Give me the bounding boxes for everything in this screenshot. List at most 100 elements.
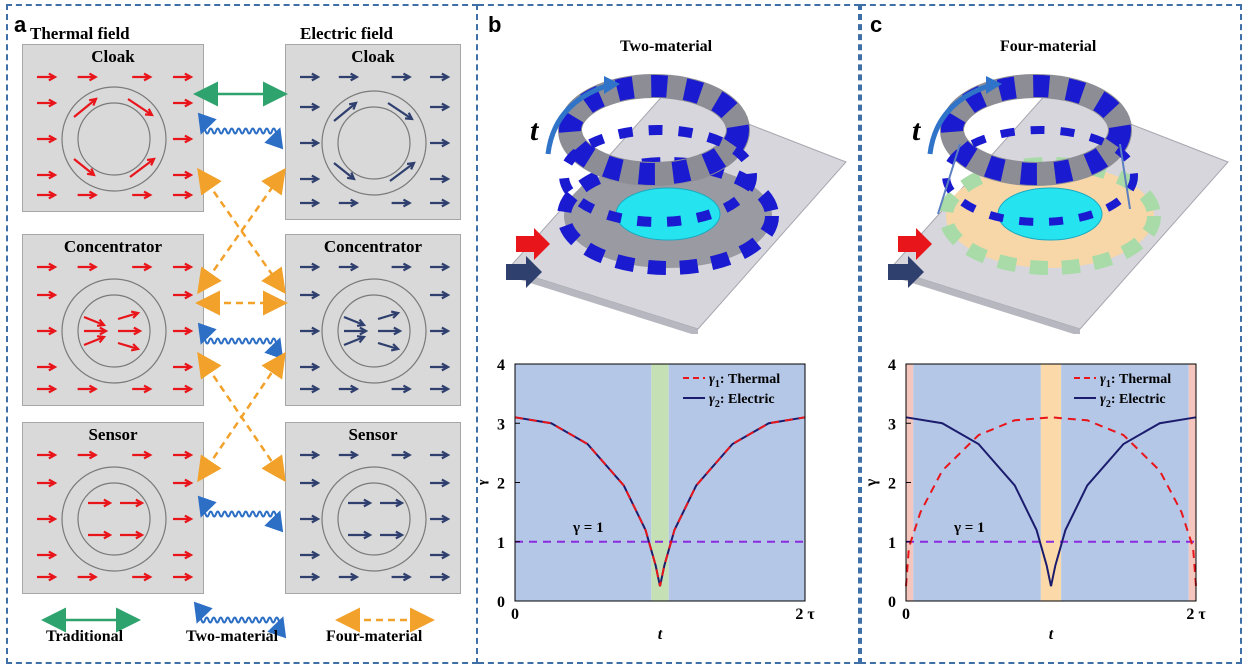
field-arrow <box>338 384 360 394</box>
inner-ring <box>77 294 151 368</box>
field-arrow <box>391 384 412 394</box>
field-arrow <box>300 198 321 208</box>
device-lower-ring-band <box>557 157 779 275</box>
field-arrow <box>173 290 194 300</box>
field-arrow <box>173 384 194 394</box>
outer-ring <box>321 90 427 196</box>
concentrated-field-arrow <box>117 310 141 321</box>
field-arrow <box>37 326 58 336</box>
field-arrow <box>37 478 58 488</box>
thermal-cloak-field <box>37 72 194 200</box>
field-arrow <box>430 550 451 560</box>
sensor-field-arrow <box>120 498 145 508</box>
legend-thermal-label: γ1: Thermal <box>1100 372 1171 390</box>
field-arrow <box>338 72 360 82</box>
field-arrow <box>37 572 58 582</box>
heat-flux-arrow <box>516 228 550 260</box>
device-upper-ring-band <box>941 75 1131 185</box>
bent-field-arrow <box>387 102 414 121</box>
rotation-label: t <box>530 114 540 147</box>
thermal-concentrator-box: Concentrator <box>22 234 204 406</box>
sensor-field-arrow <box>348 530 373 540</box>
field-arrow <box>338 572 360 582</box>
field-arrow <box>430 262 451 272</box>
gamma-one-label: γ = 1 <box>572 520 604 536</box>
shaded-band <box>668 364 805 601</box>
x-tick-label: 0 <box>902 606 910 623</box>
field-arrow <box>430 514 451 524</box>
electric-concentrator-field <box>300 262 451 394</box>
y-tick-label: 0 <box>888 594 896 611</box>
field-arrow <box>77 384 98 394</box>
bent-field-arrow <box>129 157 156 178</box>
rotation-label: t <box>912 114 922 147</box>
concentrated-field-arrow <box>377 310 401 321</box>
panel-a-frame <box>6 4 478 664</box>
shaded-band <box>651 364 669 601</box>
field-arrow <box>37 384 58 394</box>
field-arrow <box>300 326 321 336</box>
field-arrow <box>173 134 194 144</box>
electric-cloak-title: Cloak <box>351 47 395 66</box>
field-arrow <box>300 262 321 272</box>
heat-flux-arrow <box>898 228 932 260</box>
panel-c-letter: c <box>870 12 883 37</box>
thermal-series-line <box>514 416 806 587</box>
thermal-concentrator-title: Concentrator <box>63 237 163 256</box>
electric-sensor-field <box>300 450 451 582</box>
outer-ring <box>321 278 427 384</box>
y-tick-label: 0 <box>497 594 505 611</box>
field-arrow <box>300 362 321 372</box>
legend-two-material-label: Two-material <box>186 628 279 645</box>
panel-c-frame <box>860 4 1242 664</box>
field-arrow <box>430 572 451 582</box>
thermal-concentrator-field <box>37 262 194 394</box>
concentrated-field-arrow <box>84 326 109 336</box>
field-arrow <box>430 174 451 184</box>
bent-field-arrow <box>73 158 96 177</box>
field-arrow <box>430 450 451 460</box>
field-arrow <box>300 550 321 560</box>
field-arrow <box>300 290 321 300</box>
x-axis-label: t <box>1049 626 1054 643</box>
field-arrow <box>430 478 451 488</box>
field-arrow <box>173 170 194 180</box>
field-arrow <box>300 174 321 184</box>
field-arrow <box>173 72 194 82</box>
inner-ring <box>77 482 151 556</box>
outer-ring <box>321 466 427 572</box>
shaded-band <box>1188 364 1196 601</box>
concentrated-field-arrow <box>378 326 403 336</box>
electric-concentrator-box: Concentrator <box>285 234 461 406</box>
concentrated-field-arrow <box>83 315 107 327</box>
rotation-arrow <box>927 83 989 155</box>
field-arrow <box>37 72 58 82</box>
field-arrow <box>338 450 360 460</box>
field-arrow <box>300 138 321 148</box>
thermal-cloak-title: Cloak <box>91 47 135 66</box>
field-arrow <box>173 514 194 524</box>
current-flux-arrow <box>506 256 542 288</box>
legend-electric-label: γ2: Electric <box>1100 392 1166 410</box>
field-arrow <box>173 550 194 560</box>
thermal-field-heading: Thermal field <box>30 24 130 43</box>
bent-field-arrow <box>127 98 154 117</box>
field-arrow <box>132 72 153 82</box>
gamma-one-label: γ = 1 <box>953 520 985 536</box>
device-middle-ring <box>559 125 757 227</box>
bent-field-arrow <box>73 97 98 118</box>
outer-ring <box>61 86 167 192</box>
electric-cloak-box: Cloak <box>285 44 461 220</box>
field-arrow <box>430 138 451 148</box>
field-arrow <box>173 478 194 488</box>
field-arrow <box>300 102 321 112</box>
field-arrow <box>37 450 58 460</box>
concentrated-field-arrow <box>343 335 367 347</box>
field-arrow <box>391 72 412 82</box>
outer-ring <box>61 466 167 572</box>
field-arrow <box>37 170 58 180</box>
x-tick-label: 2 τ <box>795 606 815 623</box>
concentrated-field-arrow <box>118 326 143 336</box>
sensor-field-arrow <box>88 530 113 540</box>
field-arrow <box>37 362 58 372</box>
